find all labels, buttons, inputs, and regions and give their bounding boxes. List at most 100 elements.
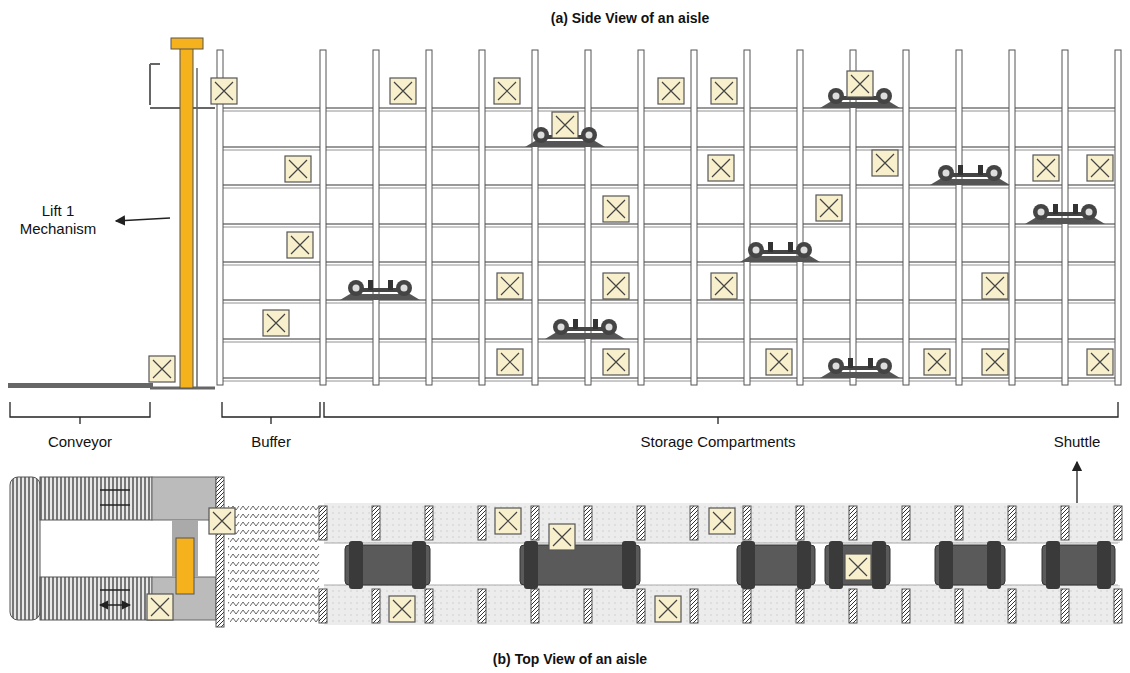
post-top bbox=[955, 589, 963, 623]
shelf-line bbox=[222, 146, 1118, 148]
section-label: Buffer bbox=[251, 433, 291, 451]
storage-box bbox=[872, 150, 898, 176]
storage-box bbox=[497, 349, 523, 375]
panel-caption: (b) Top View of an aisle bbox=[493, 650, 647, 668]
shelf-line bbox=[222, 223, 1118, 225]
post bbox=[1115, 50, 1121, 385]
post-top bbox=[584, 589, 592, 623]
post-top bbox=[425, 506, 433, 540]
storage-box bbox=[211, 78, 237, 104]
shelf-line bbox=[222, 188, 1118, 189]
shuttle-side bbox=[740, 242, 820, 262]
storage-box bbox=[494, 78, 520, 104]
storage-box bbox=[708, 155, 734, 181]
post-top bbox=[372, 506, 380, 540]
post-top bbox=[796, 506, 804, 540]
section-label: Conveyor bbox=[48, 433, 112, 451]
post bbox=[532, 50, 538, 385]
storage-box bbox=[390, 78, 416, 104]
storage-box bbox=[603, 273, 629, 299]
storage-box bbox=[285, 156, 311, 182]
storage-box bbox=[711, 78, 737, 104]
part-name: Lift 1 Mechanism bbox=[12, 202, 104, 238]
shelf-line bbox=[222, 150, 1118, 151]
post-top bbox=[902, 589, 910, 623]
storage-box bbox=[209, 508, 235, 534]
shelf-line bbox=[222, 338, 1118, 340]
post bbox=[691, 50, 697, 385]
shuttle-side bbox=[340, 280, 420, 300]
shuttle-side bbox=[820, 358, 900, 378]
shelf-line bbox=[222, 111, 1118, 112]
post bbox=[744, 50, 750, 385]
shelf-line bbox=[222, 261, 1118, 263]
storage-box bbox=[982, 349, 1008, 375]
post-top bbox=[1061, 589, 1069, 623]
shuttle-wheel bbox=[872, 541, 886, 589]
shuttle-wheel bbox=[622, 541, 636, 589]
shuttle-wheel bbox=[797, 541, 811, 589]
post-top bbox=[531, 589, 539, 623]
storage-box bbox=[845, 554, 871, 580]
storage-box bbox=[766, 349, 792, 375]
shuttle-wheel bbox=[524, 541, 538, 589]
post-top bbox=[1114, 506, 1122, 540]
storage-box bbox=[603, 196, 629, 222]
post-top bbox=[690, 589, 698, 623]
shelf-line bbox=[222, 377, 1118, 379]
storage-box bbox=[658, 78, 684, 104]
shuttle-wheel bbox=[741, 541, 755, 589]
shuttle-wheel bbox=[987, 541, 1001, 589]
shelf-line bbox=[222, 227, 1118, 228]
post bbox=[797, 50, 803, 385]
storage-box bbox=[1087, 349, 1113, 375]
shuttle-wheel bbox=[1046, 541, 1060, 589]
shuttle-wheel bbox=[349, 541, 363, 589]
storage-box bbox=[816, 195, 842, 221]
shuttle-wheel bbox=[1097, 541, 1111, 589]
post-top bbox=[955, 506, 963, 540]
post-top bbox=[637, 506, 645, 540]
section-label: Storage Compartments bbox=[640, 433, 795, 451]
shelf-line bbox=[222, 381, 1118, 382]
shelf-line bbox=[222, 342, 1118, 343]
post-top bbox=[1114, 589, 1122, 623]
shuttle-side bbox=[930, 165, 1010, 185]
post bbox=[1062, 50, 1068, 385]
post-top bbox=[1008, 589, 1016, 623]
shelf-line bbox=[222, 303, 1118, 304]
storage-box bbox=[709, 508, 735, 534]
post-top bbox=[584, 506, 592, 540]
post-top bbox=[796, 589, 804, 623]
post bbox=[903, 50, 909, 385]
post-top bbox=[743, 589, 751, 623]
post-top bbox=[637, 589, 645, 623]
storage-box bbox=[549, 524, 575, 550]
shuttle-side bbox=[545, 319, 625, 339]
post-top bbox=[902, 506, 910, 540]
shuttle-side bbox=[1025, 204, 1105, 224]
storage-box bbox=[263, 310, 289, 336]
part-name: Shuttle bbox=[1054, 433, 1101, 451]
storage-box bbox=[655, 596, 681, 622]
storage-box bbox=[603, 349, 629, 375]
post bbox=[479, 50, 485, 385]
storage-box bbox=[924, 349, 950, 375]
shuttle-wheel bbox=[939, 541, 953, 589]
storage-box bbox=[149, 356, 175, 382]
shuttle-wheel bbox=[412, 541, 426, 589]
post-top bbox=[690, 506, 698, 540]
storage-box bbox=[497, 273, 523, 299]
shelf-line bbox=[222, 265, 1118, 266]
post bbox=[426, 50, 432, 385]
post bbox=[320, 50, 326, 385]
post bbox=[373, 50, 379, 385]
storage-box bbox=[147, 594, 173, 620]
shelf-line bbox=[222, 107, 1118, 109]
shuttle-wheel bbox=[829, 541, 843, 589]
post-top bbox=[849, 506, 857, 540]
panel-caption: (a) Side View of an aisle bbox=[551, 9, 709, 27]
post-top bbox=[319, 506, 327, 540]
